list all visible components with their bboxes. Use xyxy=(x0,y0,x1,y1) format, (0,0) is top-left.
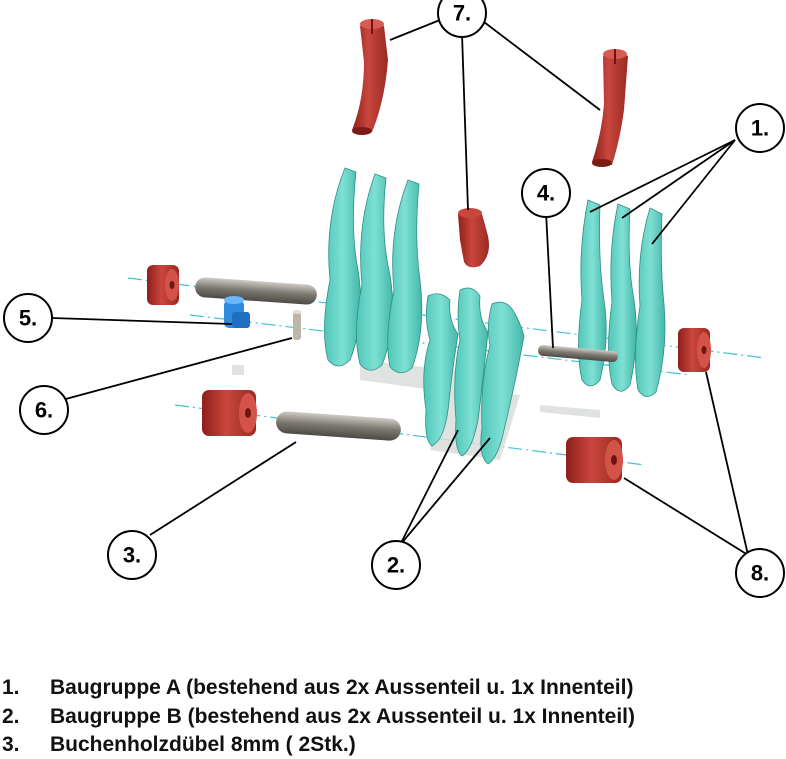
part-6-washer xyxy=(293,310,301,340)
svg-text:3.: 3. xyxy=(123,543,141,568)
spacer-left-small xyxy=(147,265,179,305)
part-7-curved-pins xyxy=(352,19,628,268)
callouts: 7. 1. 4. 5. 6. 3. 2. 8. xyxy=(3,0,785,598)
spacer-right-small xyxy=(678,328,711,372)
plate-left-1 xyxy=(324,167,362,367)
left-frame-plates xyxy=(324,167,423,374)
part-5-blue-cap xyxy=(224,296,250,328)
svg-text:7.: 7. xyxy=(453,1,471,26)
callout-4: 4. xyxy=(521,168,571,218)
plate-left-3 xyxy=(387,179,423,374)
spacer-left-large xyxy=(202,390,257,436)
elbow-pin xyxy=(458,211,489,268)
callout-5: 5. xyxy=(3,293,53,343)
leader-lines xyxy=(51,19,749,556)
legend-text: Baugruppe A (bestehend aus 2x Aussenteil… xyxy=(50,676,634,699)
legend-text: Buchenholzdübel 8mm ( 2Stk.) xyxy=(50,733,356,756)
plate-a-outer-1 xyxy=(578,199,607,387)
svg-text:2.: 2. xyxy=(387,553,405,578)
part-8-spacers xyxy=(147,265,711,483)
plate-b-outer-1 xyxy=(423,293,459,447)
legend-number: 2. xyxy=(2,705,20,728)
legend-number: 1. xyxy=(2,676,20,699)
svg-text:5.: 5. xyxy=(19,306,37,331)
callout-6: 6. xyxy=(19,385,69,435)
svg-text:4.: 4. xyxy=(537,181,555,206)
dowel-upper xyxy=(195,277,317,305)
part-4-axle xyxy=(538,344,618,363)
curved-pin-right xyxy=(592,52,628,165)
callout-8: 8. xyxy=(735,548,785,598)
plate-a-inner xyxy=(608,203,637,392)
part-2-baugruppe-b xyxy=(423,287,525,465)
curved-pin-left xyxy=(352,22,388,132)
callout-3: 3. xyxy=(107,530,157,580)
dowel-lower xyxy=(276,411,401,441)
spacer-right-large xyxy=(566,437,623,483)
svg-text:6.: 6. xyxy=(35,398,53,423)
legend-text: Baugruppe B (bestehend aus 2x Aussenteil… xyxy=(50,705,636,728)
callout-7: 7. xyxy=(437,0,487,38)
part-3-dowels xyxy=(195,277,401,441)
callout-1: 1. xyxy=(735,103,785,153)
plate-b-inner xyxy=(454,287,489,457)
legend-number: 3. xyxy=(2,733,20,756)
part-shadows xyxy=(232,360,600,460)
svg-text:8.: 8. xyxy=(751,561,769,586)
plate-a-outer-2 xyxy=(635,207,666,397)
callout-2: 2. xyxy=(371,540,421,590)
plate-left-2 xyxy=(356,173,394,371)
plate-b-outer-2 xyxy=(480,301,525,465)
part-1-baugruppe-a xyxy=(578,199,666,397)
svg-text:1.: 1. xyxy=(751,116,769,141)
